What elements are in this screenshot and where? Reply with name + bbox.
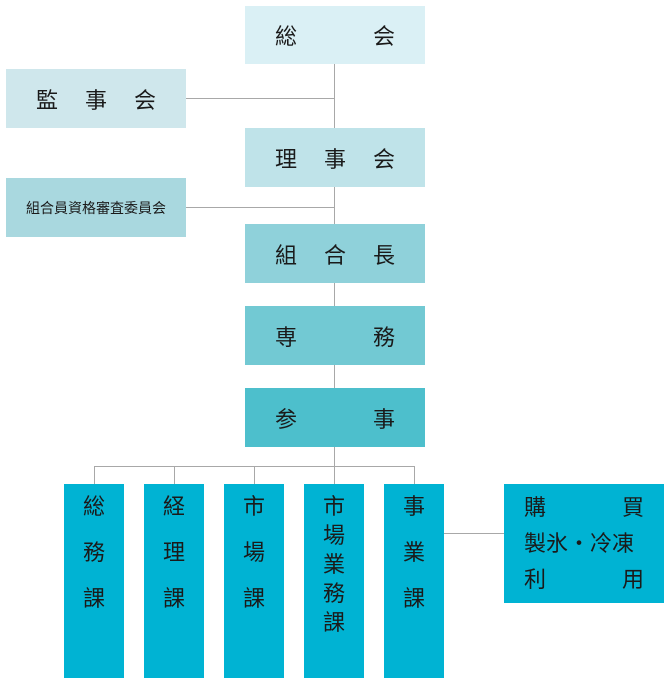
department-accounting: 経 理 課 bbox=[144, 484, 204, 678]
facilities-char: 利 bbox=[524, 568, 547, 593]
facilities-box: 購 買 製氷・冷凍 利 用 bbox=[504, 484, 664, 603]
facilities-char: 買 bbox=[621, 496, 644, 521]
audit-board-box: 監 事 会 bbox=[6, 69, 186, 128]
connector-audit bbox=[186, 98, 335, 99]
membership-committee-label: 組合員資格審査委員会 bbox=[26, 200, 166, 217]
department-char: 課 bbox=[402, 587, 425, 612]
board-box: 理 事 会 bbox=[245, 128, 425, 187]
chairman-char: 長 bbox=[372, 243, 395, 269]
connector-dept-2 bbox=[174, 466, 175, 484]
facilities-char: 用 bbox=[621, 568, 644, 593]
department-general-affairs: 総 務 課 bbox=[64, 484, 124, 678]
board-char: 理 bbox=[275, 147, 298, 173]
advisor-char: 事 bbox=[372, 407, 395, 433]
connector-dept-3 bbox=[254, 466, 255, 484]
connector-dept-4 bbox=[334, 453, 335, 484]
facilities-row-usage: 利 用 bbox=[524, 563, 644, 599]
chairman-char: 組 bbox=[275, 243, 298, 269]
managing-director-char: 専 bbox=[275, 325, 298, 351]
department-char: 課 bbox=[322, 611, 345, 636]
general-meeting-char: 総 bbox=[275, 25, 298, 50]
department-business: 事 業 課 bbox=[384, 484, 444, 678]
department-char: 経 bbox=[162, 495, 185, 520]
managing-director-char: 務 bbox=[372, 325, 395, 351]
department-char: 課 bbox=[82, 587, 105, 612]
department-char: 課 bbox=[242, 587, 265, 612]
facilities-row-purchasing: 購 買 bbox=[524, 491, 644, 527]
connector-facilities bbox=[444, 533, 504, 534]
department-char: 事 bbox=[402, 495, 425, 520]
connector-dept-1 bbox=[94, 466, 95, 484]
department-char: 場 bbox=[322, 524, 345, 549]
facilities-row-ice-freezing: 製氷・冷凍 bbox=[524, 527, 644, 563]
department-market-operations: 市 場 業 務 課 bbox=[304, 484, 364, 678]
department-char: 理 bbox=[162, 541, 185, 566]
department-market: 市 場 課 bbox=[224, 484, 284, 678]
facilities-char: 購 bbox=[524, 496, 547, 521]
department-char: 務 bbox=[322, 582, 345, 607]
facilities-ice-label: 製氷・冷凍 bbox=[524, 532, 635, 557]
membership-committee-box: 組合員資格審査委員会 bbox=[6, 178, 186, 237]
chairman-char: 合 bbox=[323, 243, 346, 269]
board-char: 事 bbox=[323, 147, 346, 173]
department-char: 市 bbox=[242, 495, 265, 520]
board-char: 会 bbox=[372, 147, 395, 173]
connector-committee bbox=[186, 207, 335, 208]
department-char: 業 bbox=[322, 553, 345, 578]
advisor-char: 参 bbox=[275, 407, 298, 433]
department-char: 務 bbox=[82, 541, 105, 566]
department-char: 市 bbox=[322, 495, 345, 520]
managing-director-box: 専 務 bbox=[245, 306, 425, 365]
department-char: 場 bbox=[242, 541, 265, 566]
audit-board-char: 会 bbox=[133, 88, 156, 114]
advisor-box: 参 事 bbox=[245, 388, 425, 447]
general-meeting-char: 会 bbox=[372, 25, 395, 50]
general-meeting-box: 総 会 bbox=[245, 6, 425, 64]
audit-board-char: 監 bbox=[36, 88, 59, 114]
chairman-box: 組 合 長 bbox=[245, 224, 425, 283]
department-char: 課 bbox=[162, 587, 185, 612]
audit-board-char: 事 bbox=[84, 88, 107, 114]
department-char: 総 bbox=[82, 495, 105, 520]
department-char: 業 bbox=[402, 541, 425, 566]
connector-dept-5 bbox=[414, 466, 415, 484]
